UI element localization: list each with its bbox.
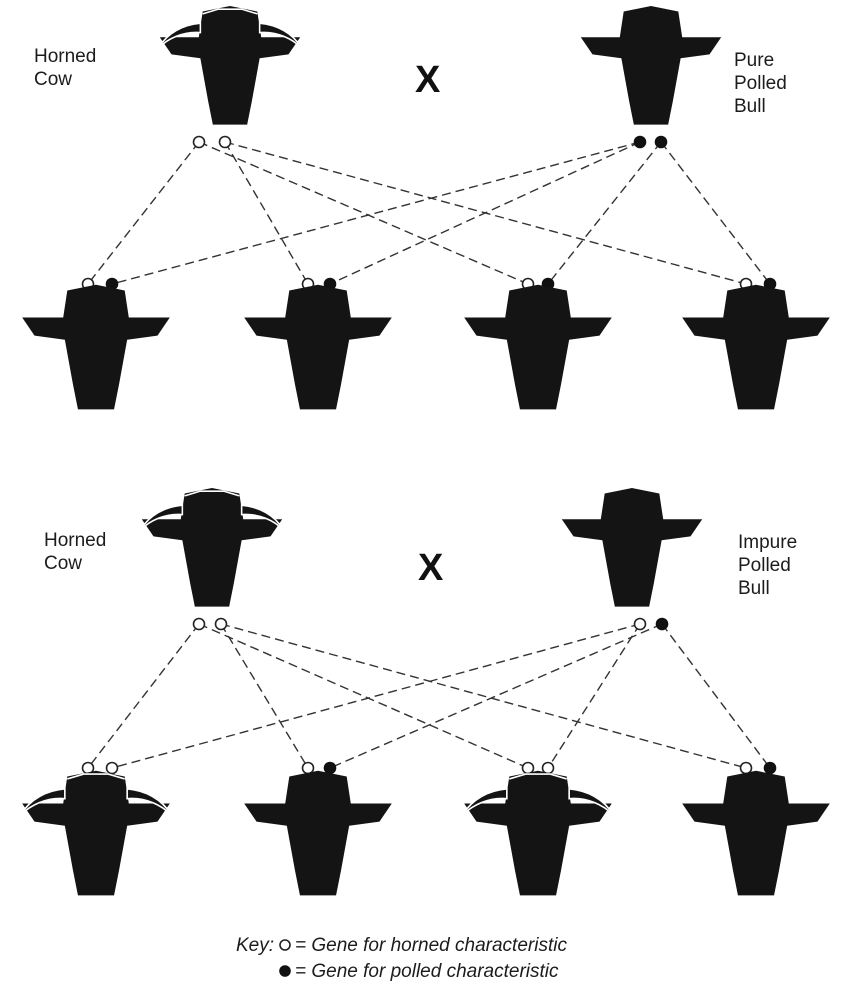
cross2-offspring3-gene-horned <box>541 761 555 775</box>
cross1-cow-gene-horned <box>218 135 232 149</box>
legend: Key: = Gene for horned characteristic = … <box>236 935 567 982</box>
cross1-line <box>198 141 529 285</box>
cross1-inheritance-lines <box>87 141 771 285</box>
cross2-line <box>87 623 200 769</box>
cross2-line <box>220 623 747 769</box>
cross1-left-label-line2: Cow <box>34 69 72 90</box>
legend-horned-gene-icon <box>279 939 291 951</box>
cross2-offspring4-gene-polled <box>763 761 777 775</box>
cross1-line <box>224 141 309 285</box>
cross1-offspring4-polled-head-icon <box>682 284 830 410</box>
cross1-line <box>547 141 662 285</box>
cross1-bull-gene-polled <box>633 135 647 149</box>
cross2-line <box>547 623 641 769</box>
cross2-right-label-line1: Impure <box>738 532 797 553</box>
cross2-offspring2-polled-head-icon <box>244 770 392 896</box>
cross1-right-label-line1: Pure <box>734 50 774 71</box>
legend-polled-text: = Gene for polled characteristic <box>295 961 559 982</box>
cross2-offspring1-horned-head-icon <box>19 769 173 897</box>
cross2-cow-gene-horned <box>214 617 228 631</box>
horned-cow-head-icon <box>157 5 303 126</box>
cross1-right-label-line2: Polled <box>734 73 787 94</box>
cross2-cow-gene-horned <box>192 617 206 631</box>
cross1-bull-gene-polled <box>654 135 668 149</box>
cross1-line <box>87 141 200 285</box>
cross2-right-label-line3: Bull <box>738 578 770 599</box>
polled-bull-head-icon <box>580 6 722 125</box>
cross1-left-label-line1: Horned <box>34 46 96 67</box>
cross2-offspring3-gene-horned <box>521 761 535 775</box>
cross2-line <box>661 623 771 769</box>
cross1-right-label-line3: Bull <box>734 96 766 117</box>
cross2-inheritance-lines <box>87 623 771 769</box>
cross2-line <box>220 623 309 769</box>
cross2-bull-gene-horned <box>633 617 647 631</box>
cross2-offspring2-gene-horned <box>301 761 315 775</box>
cross1-line <box>111 141 641 285</box>
cross2-right-label-line2: Polled <box>738 555 791 576</box>
cross2-group: Horned Cow Impure Polled Bull X <box>19 487 830 897</box>
cross2-cross-symbol: X <box>418 547 444 589</box>
cross2-line <box>198 623 529 769</box>
cross1-offspring1-polled-head-icon <box>22 284 170 410</box>
cross1-line <box>660 141 771 285</box>
cross1-cross-symbol: X <box>415 59 441 101</box>
cross2-offspring2-gene-polled <box>323 761 337 775</box>
cross1-line <box>329 141 641 285</box>
cross1-cow-gene-horned <box>192 135 206 149</box>
cross2-offspring1-gene-horned <box>105 761 119 775</box>
cross1-group: Horned Cow Pure Polled Bull X <box>22 5 830 410</box>
legend-polled-gene-icon <box>279 965 291 977</box>
cross2-offspring3-horned-head-icon <box>461 769 615 897</box>
cross1-offspring3-polled-head-icon <box>464 284 612 410</box>
cross2-offspring4-gene-horned <box>739 761 753 775</box>
cross2-left-label-line2: Cow <box>44 553 82 574</box>
cross2-bull-gene-polled <box>655 617 669 631</box>
cross2-line <box>111 623 641 769</box>
cross2-left-label-line1: Horned <box>44 530 106 551</box>
cross1-offspring2-polled-head-icon <box>244 284 392 410</box>
impure-polled-bull-head-icon <box>561 488 703 607</box>
cross2-offspring4-polled-head-icon <box>682 770 830 896</box>
cross2-line <box>329 623 663 769</box>
legend-horned-text: = Gene for horned characteristic <box>295 935 567 956</box>
legend-prefix: Key: <box>236 935 274 956</box>
horned-cow-head-icon <box>139 487 285 608</box>
